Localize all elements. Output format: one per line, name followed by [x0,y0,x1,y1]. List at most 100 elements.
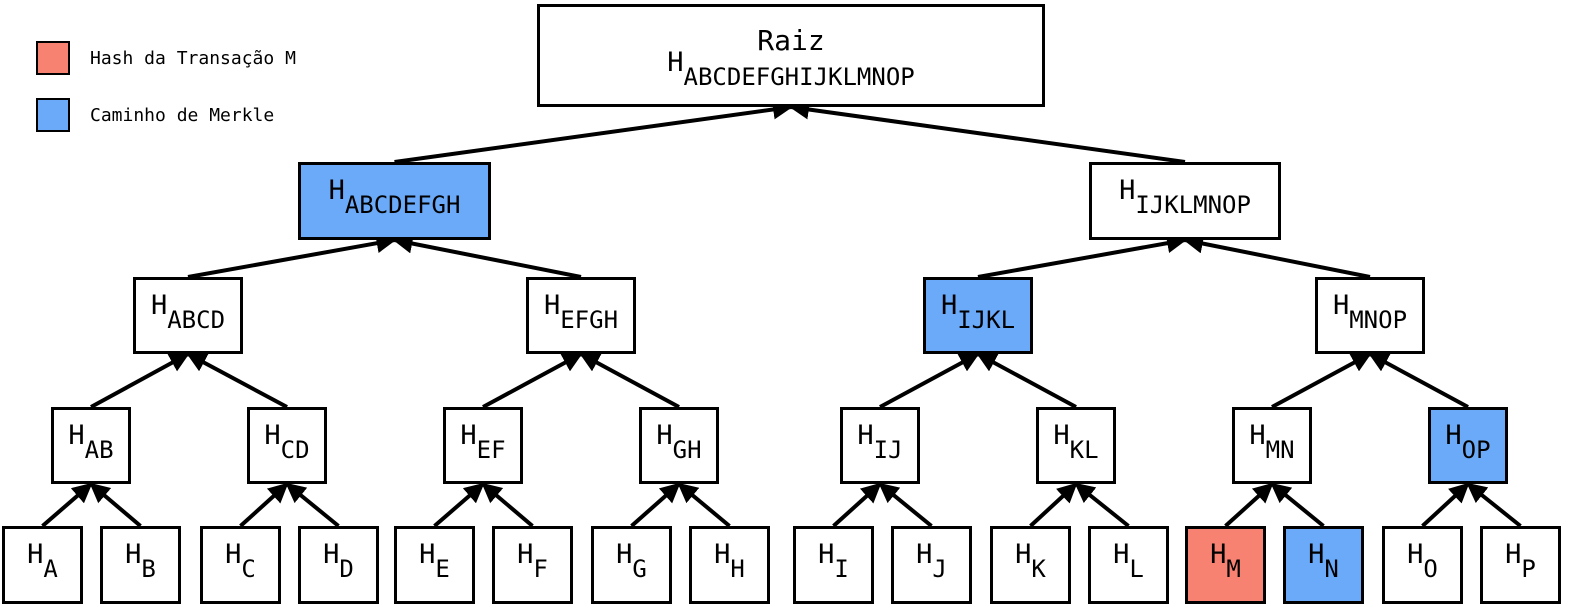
edge-l3-7 [1368,352,1469,409]
root-title: Raiz [757,23,825,57]
leaf-h-d-label: HD [323,539,354,584]
node-h-cd: HCD [247,407,327,484]
edge-leaf-15 [1466,482,1522,528]
node-h-mnop-label: HMNOP [1332,289,1408,334]
leaf-h-h: HH [689,526,770,604]
leaf-h-m: HM [1185,526,1266,604]
node-h-ij: HIJ [840,407,920,484]
edge-leaf-8 [832,482,882,528]
leaf-h-g: HG [591,526,672,604]
leaf-h-l: HL [1088,526,1169,604]
leaf-h-a-label: HA [27,539,58,584]
edge-l3-1 [186,352,288,409]
leaf-h-m-label: HM [1210,539,1241,584]
node-h-ijklmnop: HIJKLMNOP [1089,162,1281,240]
legend-swatch-path [36,98,70,132]
legend-item-merkle-path: Caminho de Merkle [36,98,274,132]
node-h-ab-label: HAB [68,419,114,464]
leaf-h-p-label: HP [1505,539,1536,584]
edge-l3-0 [90,352,190,409]
leaf-h-k: HK [990,526,1071,604]
edge-leaf-5 [481,482,534,528]
edge-leaf-0 [41,482,93,528]
edge-l3-4 [879,352,980,409]
node-h-gh: HGH [639,407,719,484]
node-h-kl-label: HKL [1053,419,1099,464]
leaf-h-p: HP [1480,526,1561,604]
node-h-efgh: HEFGH [526,277,636,354]
edge-leaf-9 [878,482,933,528]
leaf-h-j: HJ [891,526,972,604]
legend-swatch-target [36,41,70,75]
node-h-efgh-label: HEFGH [543,289,619,334]
edge-l1-1 [789,99,1186,164]
node-h-mn: HMN [1232,407,1312,484]
edge-leaf-3 [285,482,340,528]
legend-item-transaction-hash: Hash da Transação M [36,41,296,75]
leaf-h-h-label: HH [714,539,745,584]
edge-leaf-10 [1029,482,1078,528]
node-h-ef-label: HEF [460,419,506,464]
leaf-h-o: HO [1382,526,1463,604]
node-h-mnop: HMNOP [1315,277,1425,354]
root-hash: HABCDEFGHIJKLMNOP [667,46,915,91]
node-h-ijklmnop-label: HIJKLMNOP [1119,175,1251,220]
edge-l2-1 [392,233,582,279]
edge-l3-2 [482,352,583,409]
node-h-abcd: HABCD [133,277,243,354]
leaf-h-f-label: HF [517,539,548,584]
legend-label-merkle-path: Caminho de Merkle [90,104,275,126]
edge-l2-3 [1183,233,1371,279]
root-node: Raiz HABCDEFGHIJKLMNOP [537,4,1045,107]
leaf-h-f: HF [492,526,573,604]
node-h-kl: HKL [1036,407,1116,484]
node-h-ijkl: HIJKL [923,277,1033,354]
leaf-h-b-label: HB [125,539,156,584]
edge-leaf-12 [1224,482,1274,528]
leaf-h-c: HC [200,526,281,604]
leaf-h-e: HE [394,526,475,604]
node-h-mn-label: HMN [1249,419,1295,464]
node-h-ab: HAB [51,407,131,484]
node-h-ijkl-label: HIJKL [940,289,1016,334]
leaf-h-i: HI [793,526,874,604]
node-h-cd-label: HCD [264,419,310,464]
edge-leaf-4 [433,482,485,528]
node-h-ef: HEF [443,407,523,484]
edge-l1-0 [394,99,793,164]
leaf-h-c-label: HC [225,539,256,584]
node-h-abcdefgh: HABCDEFGH [298,162,491,240]
leaf-h-l-label: HL [1113,539,1144,584]
leaf-h-g-label: HG [616,539,647,584]
edge-leaf-2 [239,482,289,528]
legend-label-transaction-hash: Hash da Transação M [90,47,296,69]
leaf-h-a: HA [2,526,83,604]
node-h-abcdefgh-label: HABCDEFGH [328,175,461,220]
node-h-abcd-label: HABCD [150,289,226,334]
edge-leaf-6 [630,482,681,528]
leaf-h-k-label: HK [1015,539,1046,584]
leaf-h-e-label: HE [419,539,450,584]
edge-l2-2 [977,233,1187,279]
edge-leaf-14 [1421,482,1470,528]
edge-leaf-11 [1074,482,1130,528]
edge-leaf-13 [1270,482,1325,528]
node-h-ij-label: HIJ [857,419,903,464]
edge-leaf-1 [89,482,142,528]
leaf-h-b: HB [100,526,181,604]
node-h-op-label: HOP [1445,419,1491,464]
leaf-h-o-label: HO [1407,539,1438,584]
edge-l2-0 [187,233,397,279]
edge-l3-6 [1271,352,1372,409]
edge-l3-5 [976,352,1077,409]
leaf-h-d: HD [298,526,379,604]
edge-leaf-7 [677,482,731,528]
leaf-h-j-label: HJ [916,539,947,584]
leaf-h-n: HN [1283,526,1364,604]
edge-l3-3 [579,352,680,409]
leaf-h-n-label: HN [1308,539,1339,584]
leaf-h-i-label: HI [818,539,849,584]
node-h-op: HOP [1428,407,1508,484]
